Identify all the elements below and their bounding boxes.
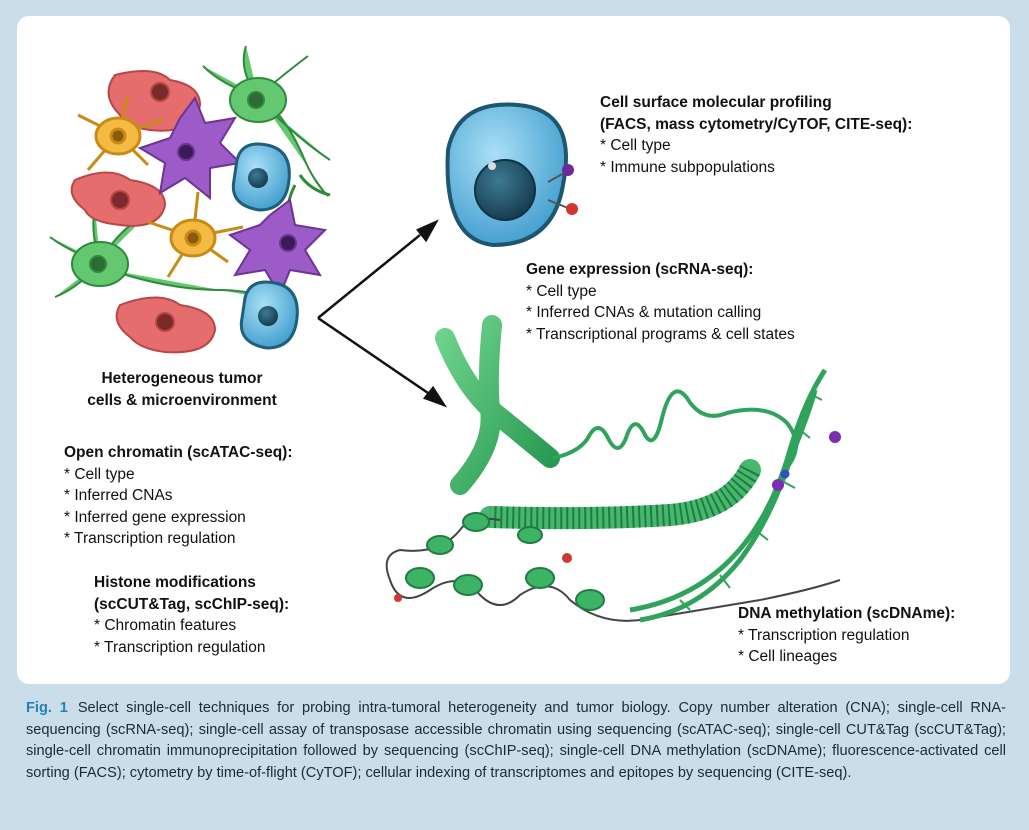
- surface-profiling-title: Cell surface molecular profiling: [600, 94, 832, 111]
- antibody-marker-icon: [566, 203, 578, 215]
- open-chromatin-title: Open chromatin (scATAC-seq):: [64, 444, 293, 461]
- gene-expression-item: * Cell type: [526, 282, 597, 300]
- green-neuron-cell: [49, 206, 276, 301]
- antibody-marker-icon: [562, 164, 574, 176]
- orange-stromal-cell: [77, 94, 164, 171]
- figure-illustration: [49, 45, 841, 623]
- histone-modifications-label: Histone modifications (scCUT&Tag, scChIP…: [94, 572, 289, 658]
- open-chromatin-item: * Cell type: [64, 465, 135, 483]
- red-tumor-cell: [115, 296, 217, 354]
- open-chromatin-item: * Inferred CNAs: [64, 487, 173, 504]
- gene-expression-title: Gene expression (scRNA-seq):: [526, 261, 754, 278]
- histone-modifications-item: * Transcription regulation: [94, 638, 266, 656]
- surface-profiling-item: * Immune subpopulations: [600, 158, 775, 176]
- figure-number: Fig. 1: [26, 700, 68, 716]
- blue-tumor-cell: [231, 142, 291, 212]
- surface-profiling-item: * Cell type: [600, 137, 671, 154]
- red-tumor-cell: [70, 171, 167, 227]
- chromosome-to-dna-illustration: [385, 315, 841, 623]
- histone-modifications-item: * Chromatin features: [94, 617, 237, 634]
- orange-stromal-cell: [147, 191, 244, 278]
- histone-modifications-title: Histone modifications: [94, 574, 256, 591]
- tumor-label: Heterogeneous tumor cells & microenviron…: [82, 368, 282, 411]
- dna-methylation-title: DNA methylation (scDNAme):: [738, 605, 956, 622]
- dna-methylation-item: * Cell lineages: [738, 648, 838, 665]
- tumor-label-line: cells & microenvironment: [87, 391, 277, 409]
- open-chromatin-label: Open chromatin (scATAC-seq): * Cell type…: [64, 442, 293, 550]
- gene-expression-label: Gene expression (scRNA-seq): * Cell type…: [526, 259, 795, 345]
- green-neuron-cell: [202, 45, 331, 197]
- purple-immune-cell: [227, 198, 328, 298]
- tumor-cell-cluster: [49, 45, 331, 354]
- dna-methylation-item: * Transcription regulation: [738, 626, 910, 644]
- open-chromatin-item: * Transcription regulation: [64, 530, 236, 547]
- dna-methylation-label: DNA methylation (scDNAme): * Transcripti…: [738, 603, 955, 668]
- histone-modifications-methods: (scCUT&Tag, scChIP-seq):: [94, 595, 290, 613]
- branching-arrows: [317, 219, 448, 408]
- blue-tumor-cell: [239, 280, 299, 350]
- gene-expression-item: * Inferred CNAs & mutation calling: [526, 304, 762, 321]
- surface-profiling-label: Cell surface molecular profiling (FACS, …: [600, 92, 912, 178]
- tumor-label-line: Heterogeneous tumor: [101, 370, 263, 387]
- purple-immune-cell: [137, 95, 243, 201]
- surface-profiling-methods: (FACS, mass cytometry/CyTOF, CITE-seq):: [600, 115, 913, 133]
- surface-profiled-cell: [445, 102, 578, 248]
- gene-expression-item: * Transcriptional programs & cell states: [526, 325, 795, 343]
- open-chromatin-item: * Inferred gene expression: [64, 508, 246, 526]
- caption-text: Select single-cell techniques for probin…: [26, 700, 1007, 781]
